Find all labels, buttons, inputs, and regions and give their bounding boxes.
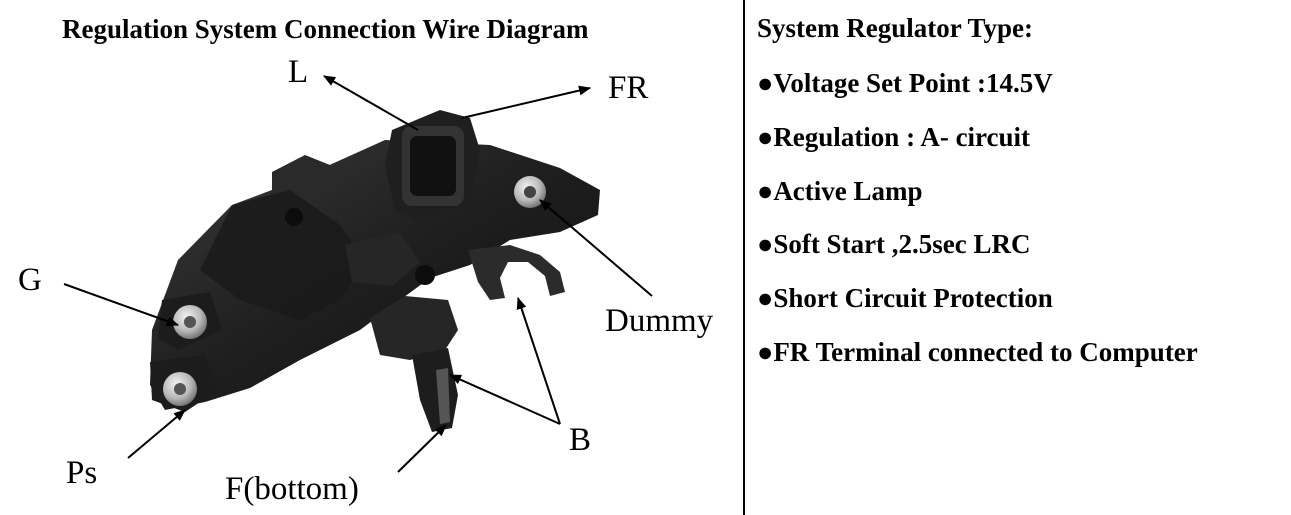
- bullet-icon: ●: [757, 337, 774, 367]
- arrow-l: [323, 75, 419, 131]
- bullet-icon: ●: [757, 68, 774, 98]
- specs-title: System Regulator Type:: [757, 13, 1033, 43]
- spec-item: ●Soft Start ,2.5sec LRC: [757, 229, 1031, 259]
- bullet-icon: ●: [757, 176, 774, 206]
- arrow-fr: [461, 85, 591, 119]
- label-l: L: [288, 54, 309, 90]
- diagram-title: Regulation System Connection Wire Diagra…: [62, 14, 589, 44]
- regulator-body: [150, 140, 600, 432]
- arrow-b-1: [516, 297, 561, 425]
- label-g: G: [18, 262, 42, 298]
- label-fr: FR: [608, 70, 649, 106]
- bullet-icon: ●: [757, 229, 774, 259]
- bullet-icon: ●: [757, 122, 774, 152]
- spec-item: ●FR Terminal connected to Computer: [757, 337, 1198, 367]
- arrow-ps: [127, 409, 186, 459]
- spec-item: ●Regulation : A- circuit: [757, 122, 1031, 152]
- spec-item: ●Short Circuit Protection: [757, 283, 1053, 313]
- spec-item: ●Voltage Set Point :14.5V: [757, 68, 1053, 98]
- label-f-bottom: F(bottom): [225, 471, 359, 507]
- connector-housing: [385, 110, 480, 222]
- regulator-illustration: [63, 75, 653, 473]
- bullet-icon: ●: [757, 283, 774, 313]
- arrow-dummy: [539, 199, 653, 297]
- arrow-f: [397, 424, 447, 473]
- spec-item: ●Active Lamp: [757, 176, 923, 206]
- label-dummy: Dummy: [605, 303, 714, 339]
- divider-line: [743, 0, 745, 515]
- label-b: B: [569, 422, 592, 458]
- specs-panel: System Regulator Type: ●Voltage Set Poin…: [757, 0, 1291, 515]
- arrow-b-2: [449, 374, 561, 425]
- arrow-g: [63, 283, 179, 326]
- label-ps: Ps: [66, 455, 98, 491]
- wire-diagram: Regulation System Connection Wire Diagra…: [18, 14, 714, 507]
